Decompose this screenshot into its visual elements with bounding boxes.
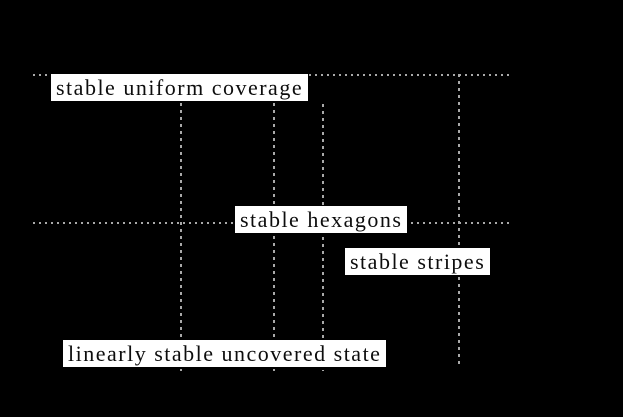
- vline-4: [458, 74, 460, 366]
- vline-3: [322, 104, 324, 371]
- region-label-uniform-coverage: stable uniform coverage: [51, 74, 309, 101]
- region-label-uncovered-state: linearly stable uncovered state: [63, 340, 387, 367]
- region-label-hexagons: stable hexagons: [235, 206, 408, 233]
- region-label-stripes: stable stripes: [345, 248, 491, 275]
- vline-1: [180, 75, 182, 371]
